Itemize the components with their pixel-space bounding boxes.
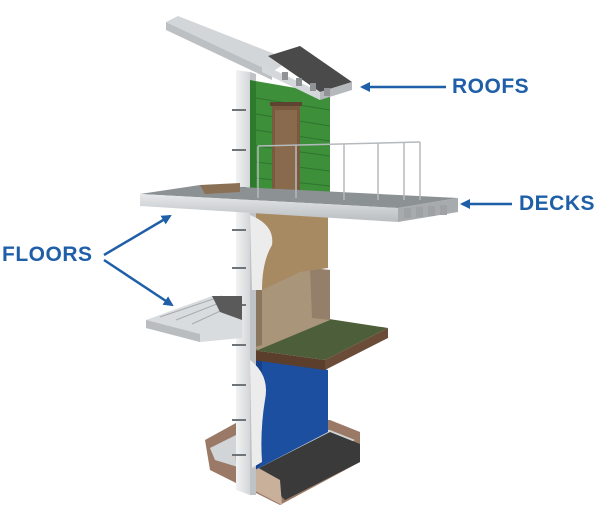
insulation-wall bbox=[255, 210, 328, 290]
decks-label: DECKS bbox=[519, 192, 596, 215]
deck-railing bbox=[257, 141, 421, 200]
wall-core bbox=[236, 70, 273, 495]
floors-arrow-upper bbox=[103, 214, 172, 257]
door bbox=[270, 102, 302, 194]
floors-arrow-lower bbox=[103, 258, 174, 307]
lower-floor-slab bbox=[146, 295, 242, 342]
floors-label: FLOORS bbox=[2, 243, 93, 266]
roofs-label: ROOFS bbox=[452, 75, 530, 98]
green-roof-slab bbox=[252, 317, 388, 370]
deck-slab bbox=[140, 183, 458, 222]
roof bbox=[166, 16, 352, 100]
